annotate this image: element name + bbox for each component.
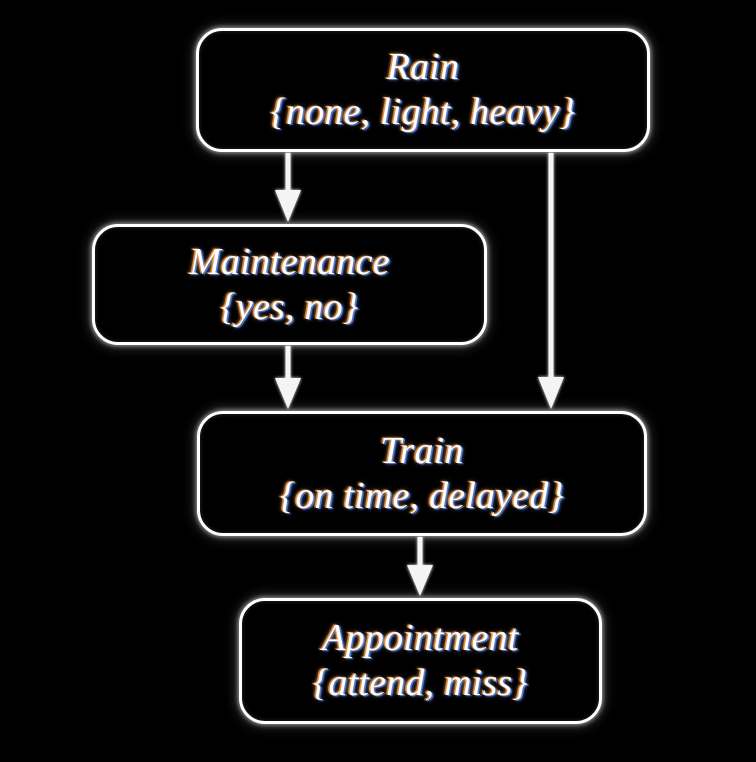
node-maintenance[interactable]: Maintenance {yes, no} (92, 224, 487, 345)
node-appointment-label: Appointment (322, 617, 519, 660)
node-train-states: {on time, delayed} (279, 474, 565, 517)
node-appointment[interactable]: Appointment {attend, miss} (239, 598, 602, 724)
edge-rain-to-maintenance (275, 153, 301, 222)
node-maintenance-label: Maintenance (189, 240, 390, 283)
node-rain-states: {none, light, heavy} (270, 91, 576, 133)
node-rain-label: Rain (386, 46, 460, 89)
edge-maintenance-to-train (275, 346, 301, 409)
node-maintenance-states: {yes, no} (220, 285, 359, 328)
edge-rain-to-train (538, 153, 564, 409)
node-train[interactable]: Train {on time, delayed} (197, 411, 647, 536)
node-train-label: Train (380, 429, 464, 472)
edge-train-to-appointment (407, 537, 433, 596)
node-appointment-states: {attend, miss} (313, 662, 528, 704)
node-rain[interactable]: Rain {none, light, heavy} (196, 28, 650, 152)
